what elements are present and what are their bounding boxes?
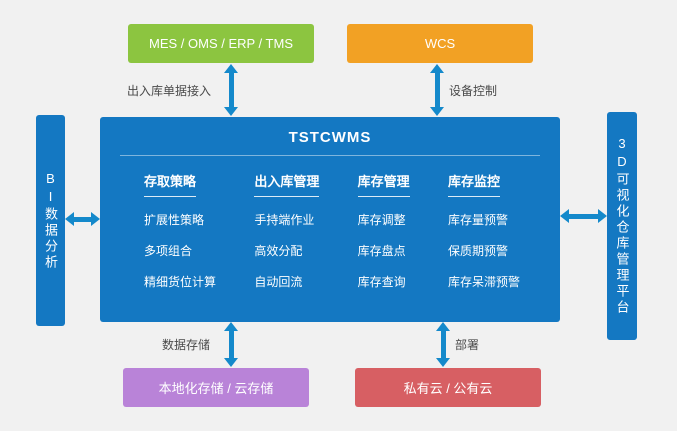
bottom-right-arrow-label: 部署 (455, 338, 480, 352)
column-header: 出入库管理 (254, 171, 320, 197)
bottom-left-arrow-label: 数据存储 (162, 338, 211, 352)
column-inbound-outbound: 出入库管理 手持端作业 高效分配 自动回流 (254, 171, 320, 290)
feature-item: 库存量预警 (447, 213, 508, 227)
3d-visual-warehouse-box: 3D可视化仓库管理平台 (607, 112, 637, 340)
mes-to-wms-arrow (224, 64, 238, 116)
feature-columns: 存取策略 扩展性策略 多项组合 精细货位计算 出入库管理 手持端作业 高效分配 … (100, 156, 560, 290)
wms-to-bi-arrow (65, 212, 100, 226)
column-header: 库存监控 (447, 171, 500, 197)
feature-item: 扩展性策略 (144, 213, 205, 227)
column-header: 库存管理 (357, 171, 410, 197)
feature-item: 精细货位计算 (144, 275, 217, 289)
private-public-cloud-box: 私有云 / 公有云 (355, 368, 541, 407)
mes-oms-erp-tms-box: MES / OMS / ERP / TMS (128, 24, 314, 63)
feature-item: 自动回流 (254, 275, 303, 289)
local-cloud-storage-box: 本地化存储 / 云存储 (123, 368, 309, 407)
wcs-box: WCS (347, 24, 533, 63)
wcs-to-wms-arrow (430, 64, 444, 116)
tstcwms-title: TSTCWMS (288, 129, 372, 146)
feature-item: 高效分配 (254, 244, 303, 258)
feature-item: 多项组合 (144, 244, 193, 258)
title-divider (120, 155, 540, 156)
column-inventory-monitoring: 库存监控 库存量预警 保质期预警 库存呆滞预警 (447, 171, 520, 290)
wms-to-storage-arrow (224, 322, 238, 367)
3d-visual-warehouse-label: 3D可视化仓库管理平台 (614, 136, 630, 316)
feature-item: 库存盘点 (357, 244, 406, 258)
wms-to-3d-arrow (560, 209, 607, 223)
column-inventory-management: 库存管理 库存调整 库存盘点 库存查询 (357, 171, 410, 290)
bi-data-analysis-box: BI数据分析 (36, 115, 65, 326)
bi-data-analysis-label: BI数据分析 (43, 170, 58, 271)
feature-item: 手持端作业 (254, 213, 315, 227)
top-right-arrow-label: 设备控制 (449, 84, 498, 98)
column-header: 存取策略 (144, 171, 197, 197)
top-left-arrow-label: 出入库单据接入 (127, 84, 212, 98)
feature-item: 保质期预警 (447, 244, 508, 258)
feature-item: 库存调整 (357, 213, 406, 227)
feature-item: 库存呆滞预警 (447, 275, 520, 289)
wms-to-cloud-arrow (436, 322, 450, 367)
column-access-strategy: 存取策略 扩展性策略 多项组合 精细货位计算 (144, 171, 216, 290)
feature-item: 库存查询 (357, 275, 406, 289)
tstcwms-panel: TSTCWMS 存取策略 扩展性策略 多项组合 精细货位计算 出入库管理 手持端… (100, 117, 560, 322)
